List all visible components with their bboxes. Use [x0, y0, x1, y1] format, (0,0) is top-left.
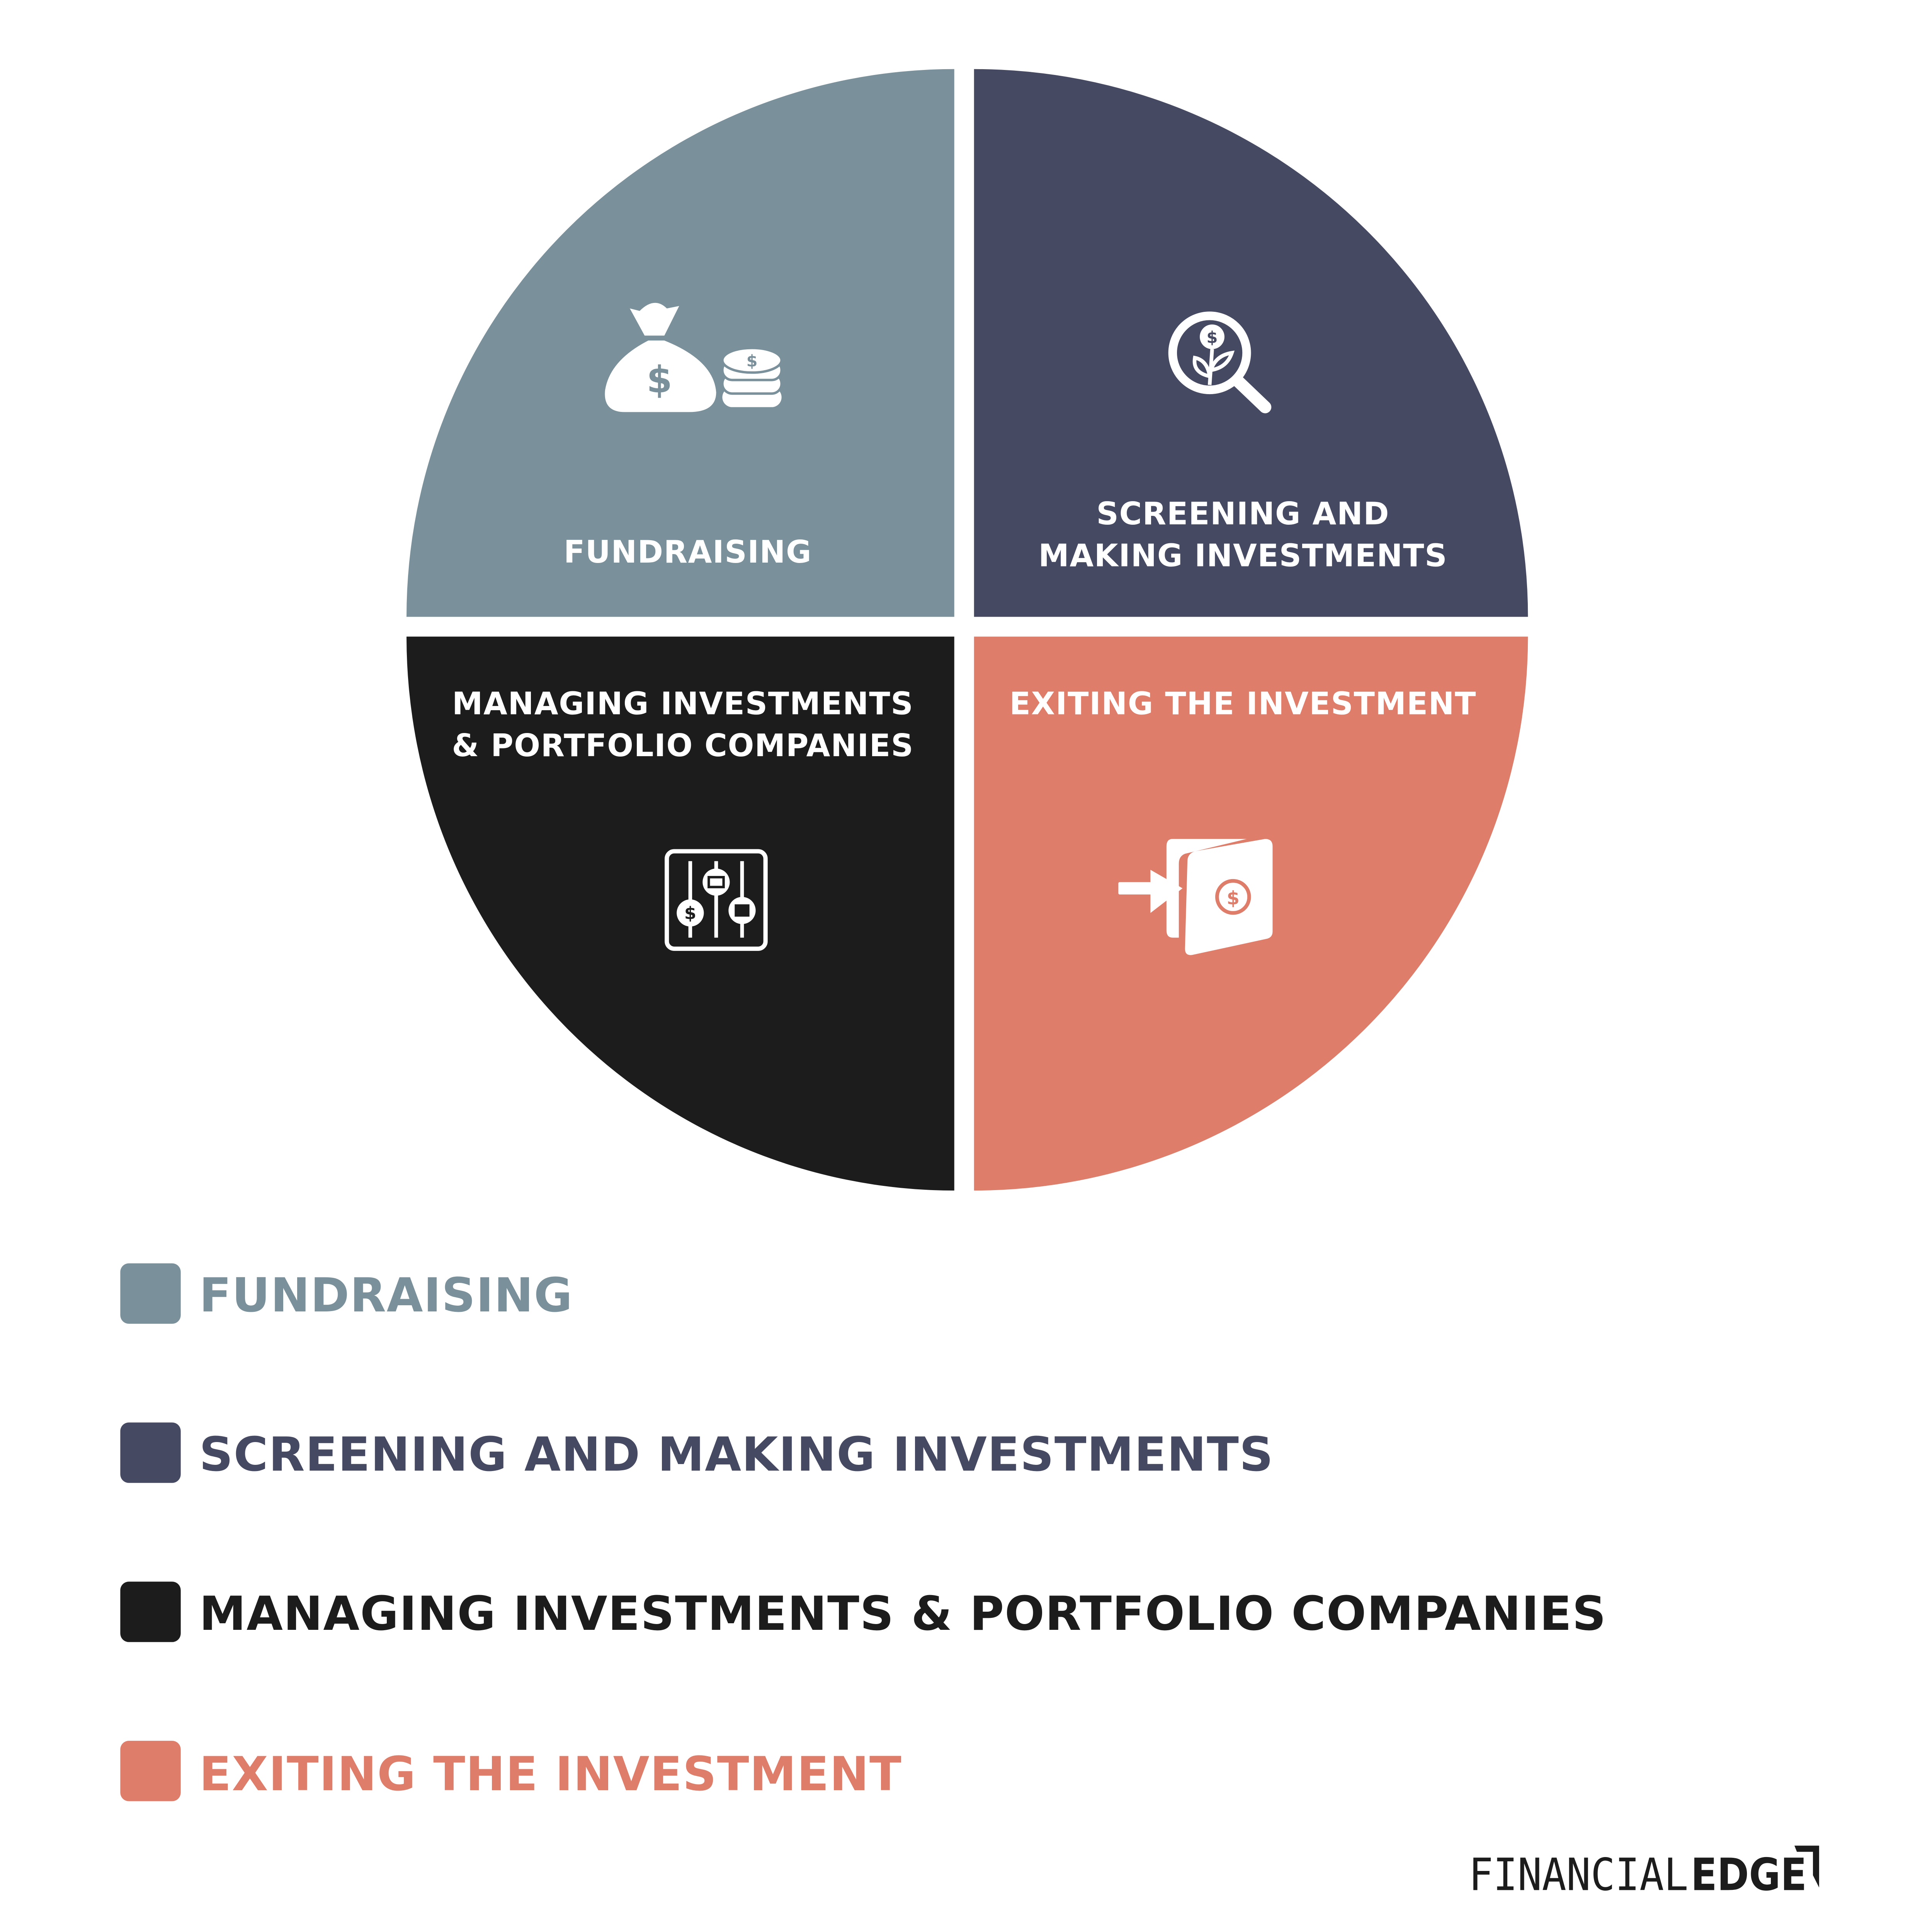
door-exit-dollar-icon: $	[1118, 839, 1273, 955]
legend-item-screening: SCREENING AND MAKING INVESTMENTS	[120, 1422, 1274, 1483]
svg-text:$: $	[684, 903, 696, 923]
legend: FUNDRAISING SCREENING AND MAKING INVESTM…	[120, 1263, 1606, 1801]
logo-corner-mark	[1794, 1845, 1819, 1888]
legend-swatch	[120, 1263, 181, 1324]
quadrant-label-screening-line1: SCREENING AND	[1096, 496, 1389, 532]
quadrant-label-screening-line2: MAKING INVESTMENTS	[1038, 538, 1447, 574]
svg-text:$: $	[747, 351, 758, 370]
quadrant-label-fundraising: FUNDRAISING	[564, 534, 812, 570]
quadrant-label-exiting: EXITING THE INVESTMENT	[1010, 686, 1477, 722]
svg-text:$: $	[1227, 888, 1240, 909]
logo-text-bold: EDGE	[1691, 1849, 1807, 1901]
financial-edge-logo: FINANCIAL EDGE	[1469, 1845, 1819, 1901]
legend-label: EXITING THE INVESTMENT	[199, 1747, 902, 1801]
svg-text:$: $	[646, 358, 672, 401]
legend-item-exiting: EXITING THE INVESTMENT	[120, 1741, 902, 1801]
quadrant-screening	[974, 69, 1528, 617]
legend-label: FUNDRAISING	[199, 1268, 573, 1323]
logo-text-thin: FINANCIAL	[1469, 1849, 1688, 1901]
svg-text:$: $	[1207, 328, 1218, 347]
legend-item-managing: MANAGING INVESTMENTS & PORTFOLIO COMPANI…	[120, 1582, 1606, 1642]
quadrant-label-managing-line2: & PORTFOLIO COMPANIES	[452, 728, 914, 764]
legend-swatch	[120, 1582, 181, 1642]
quadrant-label-managing-line1: MANAGING INVESTMENTS	[452, 686, 913, 722]
legend-label: MANAGING INVESTMENTS & PORTFOLIO COMPANI…	[199, 1586, 1607, 1641]
quadrant-fundraising	[406, 69, 954, 617]
legend-swatch	[120, 1422, 181, 1483]
legend-item-fundraising: FUNDRAISING	[120, 1263, 573, 1324]
legend-label: SCREENING AND MAKING INVESTMENTS	[199, 1427, 1274, 1482]
money-bag-coins-icon: $ $	[605, 303, 783, 412]
sliders-portfolio-icon: $	[665, 849, 768, 951]
legend-swatch	[120, 1741, 181, 1801]
magnifier-plant-dollar-icon: $	[1168, 311, 1272, 413]
